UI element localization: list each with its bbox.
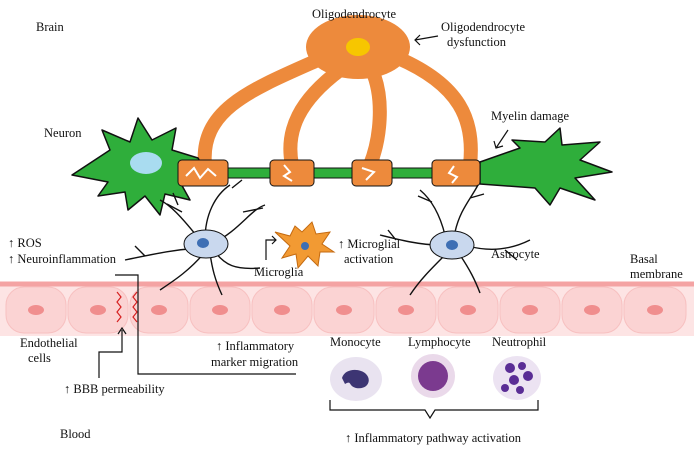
label-monocyte: Monocyte [330, 335, 381, 349]
label-oligo-dysfunction-1: Oligodendrocyte [441, 20, 525, 34]
microglia-nucleus [301, 242, 309, 250]
label-brain: Brain [36, 20, 65, 34]
label-basal-2: membrane [630, 267, 683, 281]
label-inflam-marker-1: ↑ Inflammatory [216, 339, 295, 353]
astrocyte-nucleus [446, 240, 458, 250]
label-astrocyte: Astrocyte [491, 247, 540, 261]
label-bbb-permeability: ↑ BBB permeability [64, 382, 165, 396]
label-endothelial-1: Endothelial [20, 336, 78, 350]
oligodendrocyte [197, 51, 478, 172]
astrocyte [379, 184, 531, 296]
endothelial-layer [0, 281, 694, 336]
myelin-sheath [431, 159, 481, 187]
bbb-gap-mark [116, 291, 122, 323]
myelin-sheath [269, 159, 315, 187]
myelin-sheaths [177, 159, 481, 187]
connectors [98, 34, 539, 420]
axon-terminal [479, 127, 613, 206]
label-blood: Blood [60, 427, 91, 441]
label-neutrophil: Neutrophil [492, 335, 547, 349]
label-neuron: Neuron [44, 126, 82, 140]
microglia-pointer [265, 235, 277, 260]
oligodendrocyte-nucleus [346, 38, 370, 56]
label-ros: ↑ ROS [8, 236, 42, 250]
label-myelin-damage: Myelin damage [491, 109, 570, 123]
myelin-sheath [177, 159, 229, 187]
label-microglial-activation-2: activation [344, 252, 394, 266]
label-neuroinflammation: ↑ Neuroinflammation [8, 252, 117, 266]
endothelial-nuclei [28, 305, 663, 315]
astrocyte-nucleus [197, 238, 209, 248]
monocyte [330, 357, 382, 401]
neuron [71, 117, 613, 216]
label-basal-1: Basal [630, 252, 658, 266]
label-oligodendrocyte: Oligodendrocyte [312, 7, 396, 21]
label-inflam-pathway: ↑ Inflammatory pathway activation [345, 431, 522, 445]
lymphocyte [411, 354, 455, 398]
neuroinflammation-link [115, 274, 296, 375]
neutrophil [493, 356, 541, 400]
neuron-nucleus [130, 152, 162, 174]
oligo-dysfunction-arrow [414, 34, 439, 46]
label-oligo-dysfunction-2: dysfunction [447, 35, 507, 49]
bbb-gap-mark [132, 291, 138, 323]
myelin-damage-arrow [493, 129, 509, 149]
label-microglia: Microglia [254, 265, 304, 279]
bbb-permeability-pointer [98, 326, 127, 378]
label-inflam-marker-2: marker migration [211, 355, 299, 369]
label-lymphocyte: Lymphocyte [408, 335, 471, 349]
label-microglial-activation-1: ↑ Microglial [338, 237, 401, 251]
inflammatory-brace [329, 400, 539, 420]
label-endothelial-2: cells [28, 351, 51, 365]
